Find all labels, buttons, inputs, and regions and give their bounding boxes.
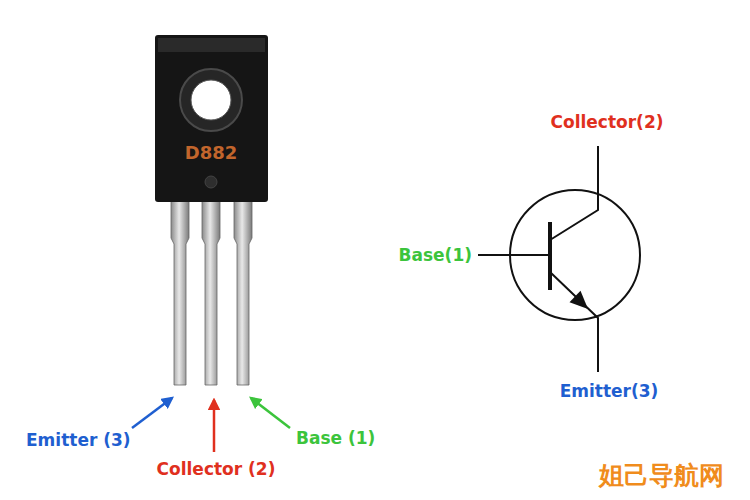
npn-symbol [478, 146, 640, 372]
collector-lead [202, 198, 220, 385]
pointer-arrow [213, 400, 216, 452]
mounting-ring [180, 69, 242, 131]
transistor-package [155, 35, 268, 202]
pointer-arrow [132, 398, 172, 428]
pin-label: Base (1) [296, 428, 375, 448]
mounting-hole [191, 80, 231, 120]
base-lead [234, 198, 252, 385]
terminal-label: Base(1) [399, 245, 472, 265]
pin-label: Emitter (3) [26, 430, 131, 450]
package-bevel [158, 38, 265, 52]
pin-label: Collector (2) [157, 459, 276, 479]
terminal-label: Collector(2) [551, 112, 664, 132]
emitter-wire [550, 272, 598, 372]
collector-wire [550, 146, 598, 240]
transistor-leads [171, 198, 252, 385]
base-bar [548, 222, 552, 290]
watermark: 姐己导航网 [599, 461, 724, 491]
emitter-lead [171, 198, 189, 385]
ejector-mark [205, 176, 217, 188]
part-marking: D882 [185, 142, 238, 164]
pointer-arrow [251, 398, 290, 428]
base-wire [478, 254, 550, 256]
package-body [155, 35, 268, 202]
terminal-label: Emitter(3) [560, 381, 659, 401]
emitter-arrowhead [570, 291, 589, 309]
